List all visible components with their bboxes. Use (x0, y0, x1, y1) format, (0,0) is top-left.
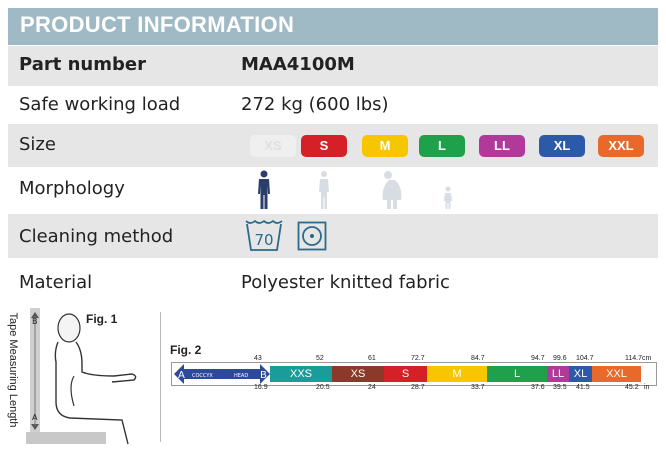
wash-temp-text: 70 (254, 231, 273, 249)
in-tick: 33.7 (471, 384, 485, 391)
fig1-label: Fig. 1 (86, 312, 118, 326)
cm-tick: 84.7 (471, 355, 485, 362)
ruler-segment-m: M (427, 366, 487, 382)
in-tick: 24 (368, 384, 376, 391)
figure-divider (160, 312, 161, 442)
ruler-segment-xl: XL (569, 366, 592, 382)
cm-tick: 61 (368, 355, 376, 362)
tumble-dry-icon (297, 221, 327, 251)
cm-tick: 72.7 (411, 355, 425, 362)
in-tick: 39.5 (553, 384, 567, 391)
unit-in: in (644, 384, 650, 391)
cm-tick: 94.7 (531, 355, 545, 362)
size-pill-ll: LL (479, 135, 525, 157)
material-label: Material (19, 272, 93, 293)
coccyx-text: COCCYX (192, 373, 213, 379)
cleaning-label: Cleaning method (19, 226, 174, 247)
cm-tick: 104.7 (576, 355, 594, 362)
size-pill-xs: XS (250, 135, 296, 157)
cm-tick: 99.6 (553, 355, 567, 362)
cm-tick: 52 (316, 355, 324, 362)
in-tick: 41.5 (576, 384, 590, 391)
in-tick: 45.2 (625, 384, 639, 391)
wash-tub-icon: 70 (245, 219, 283, 251)
arrow-b: B (260, 370, 267, 381)
cm-tick: 43 (254, 355, 262, 362)
size-label: Size (19, 134, 56, 155)
swl-label: Safe working load (19, 94, 181, 115)
row-part-number: Part number MAA4100M (8, 46, 658, 86)
size-pill-xxl: XXL (598, 135, 644, 157)
size-pill-xl: XL (539, 135, 585, 157)
in-tick: 37.6 (531, 384, 545, 391)
morphology-label: Morphology (19, 178, 125, 199)
head-text: HEAD (234, 373, 248, 379)
header-title: PRODUCT INFORMATION (20, 12, 295, 37)
row-safe-working-load: Safe working load 272 kg (600 lbs) (8, 86, 658, 126)
row-morphology: Morphology (8, 168, 658, 212)
ruler-segment-s: S (384, 366, 427, 382)
header-bar: PRODUCT INFORMATION (8, 8, 658, 45)
ruler-frame (171, 362, 657, 386)
coccyx-head-arrow: A B COCCYX HEAD (174, 364, 270, 384)
marker-b: B (32, 317, 38, 326)
part-number-label: Part number (19, 54, 146, 75)
material-value: Polyester knitted fabric (241, 272, 450, 293)
swl-value: 272 kg (600 lbs) (241, 94, 389, 115)
row-cleaning: Cleaning method 70 (8, 214, 658, 258)
marker-a: A (32, 413, 38, 422)
ruler-segment-ll: LL (547, 366, 569, 382)
seated-person-illustration: B A (26, 308, 137, 445)
in-tick: 20.5 (316, 384, 330, 391)
ruler-segment-xs: XS (332, 366, 384, 382)
size-pill-s: S (301, 135, 347, 157)
arrow-a: A (178, 370, 185, 381)
ruler-segment-xxs: XXS (270, 366, 332, 382)
size-pill-m: M (362, 135, 408, 157)
in-tick: 16.9 (254, 384, 268, 391)
ruler-segment-l: L (487, 366, 547, 382)
person-slim-icon (319, 171, 329, 209)
size-pill-l: L (419, 135, 465, 157)
ruler-segment-xxl: XXL (592, 366, 641, 382)
unit-cm: cm (642, 355, 652, 362)
cm-tick: 114.7 (625, 355, 642, 362)
person-child-icon (444, 186, 452, 209)
person-standard-icon (258, 170, 270, 209)
row-material: Material Polyester knitted fabric (8, 262, 658, 302)
fig2-label: Fig. 2 (170, 343, 202, 357)
person-large-icon (381, 171, 402, 209)
part-number-value: MAA4100M (241, 54, 355, 75)
in-tick: 28.7 (411, 384, 425, 391)
